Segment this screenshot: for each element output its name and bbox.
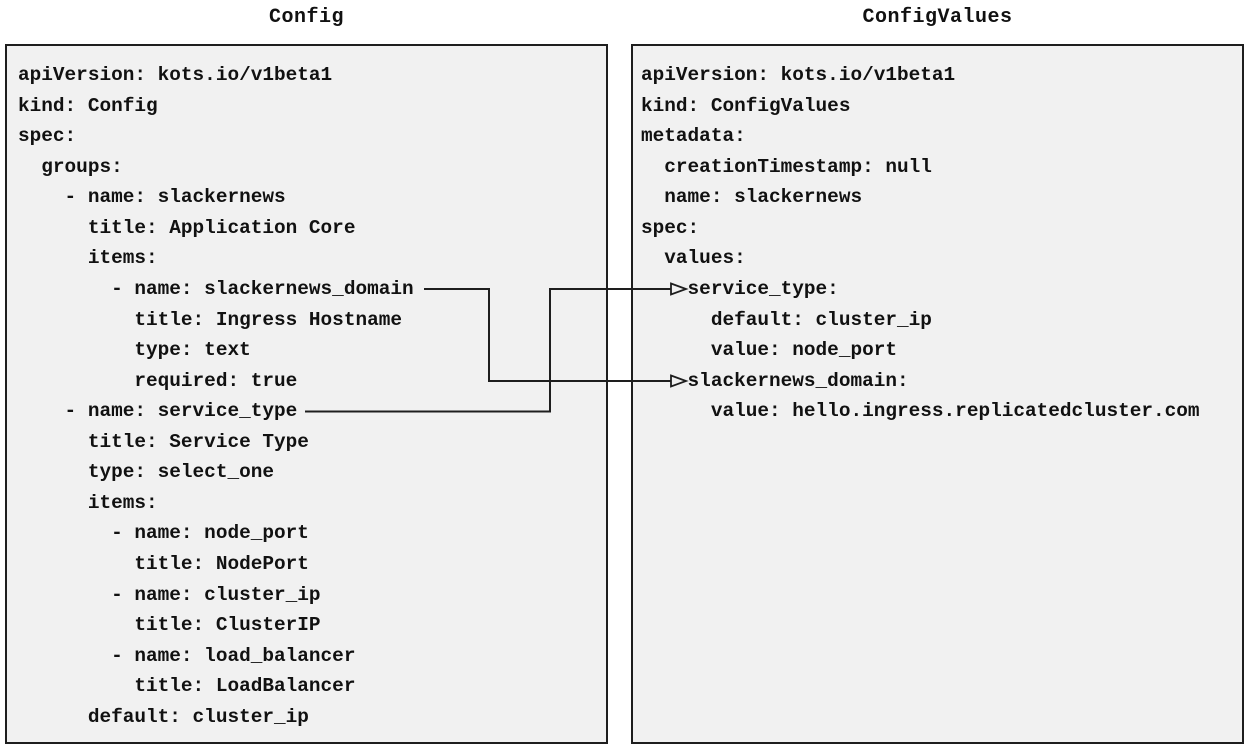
configvalues-yaml-text: apiVersion: kots.io/v1beta1 kind: Config…	[641, 64, 1200, 423]
config-yaml-box: apiVersion: kots.io/v1beta1 kind: Config…	[5, 44, 608, 744]
configvalues-yaml-box: apiVersion: kots.io/v1beta1 kind: Config…	[631, 44, 1244, 744]
configvalues-panel-title: ConfigValues	[862, 6, 1013, 29]
config-panel-title: Config	[268, 6, 344, 29]
config-yaml-text: apiVersion: kots.io/v1beta1 kind: Config…	[18, 64, 414, 728]
